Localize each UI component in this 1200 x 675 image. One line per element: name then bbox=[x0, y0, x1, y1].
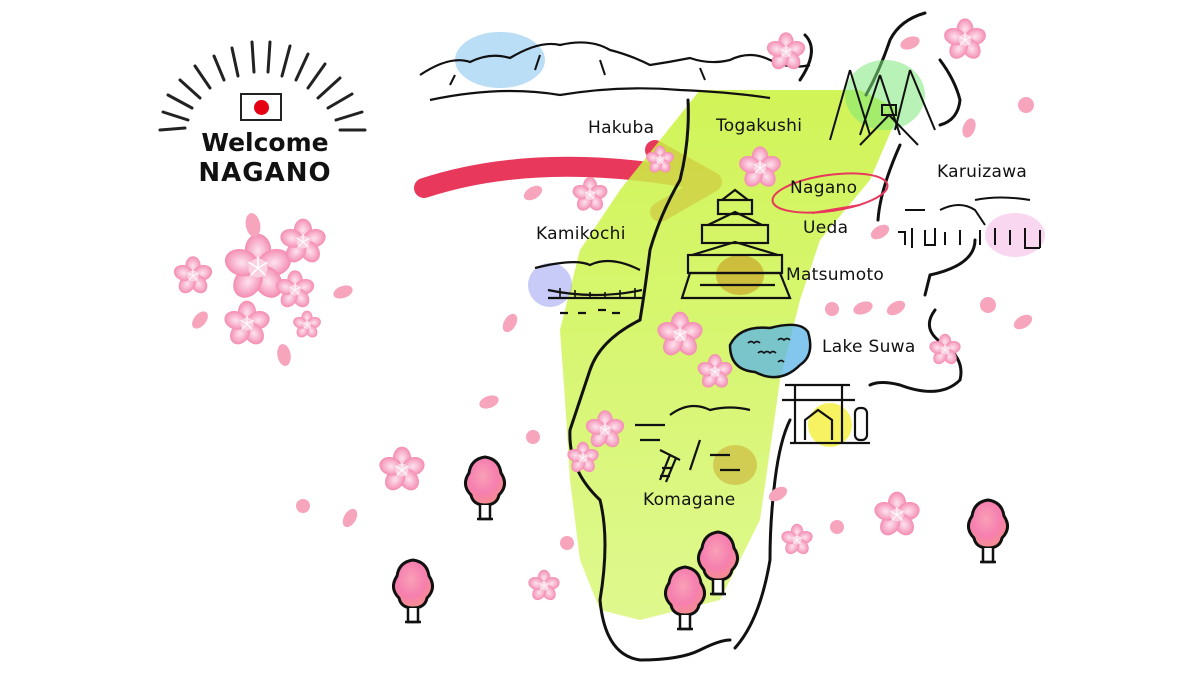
place-label-komagane: Komagane bbox=[643, 490, 736, 510]
region-name-text: NAGANO bbox=[198, 158, 332, 188]
castle bbox=[680, 188, 792, 300]
place-label-kamikochi: Kamikochi bbox=[536, 224, 626, 244]
falling-petals bbox=[188, 33, 1035, 550]
prefecture-outline bbox=[568, 98, 732, 662]
welcome-title: Welcome NAGANO bbox=[150, 30, 380, 200]
welcome-text: Welcome bbox=[201, 128, 329, 157]
place-label-karuizawa: Karuizawa bbox=[937, 162, 1028, 182]
torii-shrine bbox=[782, 383, 870, 447]
forest-shrine bbox=[829, 60, 936, 146]
japan-flag-icon bbox=[240, 93, 282, 121]
place-label-lake-suwa: Lake Suwa bbox=[822, 337, 916, 357]
sunburst-rays bbox=[158, 40, 367, 132]
mountain-range bbox=[419, 32, 811, 102]
suspension-bridge bbox=[528, 259, 643, 315]
place-label-hakuba: Hakuba bbox=[588, 118, 655, 138]
place-label-togakushi: Togakushi bbox=[716, 116, 803, 136]
rising-sun-icon bbox=[254, 100, 269, 115]
nagano-highlight-circle bbox=[771, 172, 889, 214]
town-skyline bbox=[898, 196, 1045, 257]
lake bbox=[728, 323, 812, 379]
mountain-ridge bbox=[635, 404, 757, 485]
place-label-ueda: Ueda bbox=[803, 218, 849, 238]
place-label-nagano: Nagano bbox=[790, 178, 858, 198]
place-label-matsumoto: Matsumoto bbox=[786, 265, 885, 285]
